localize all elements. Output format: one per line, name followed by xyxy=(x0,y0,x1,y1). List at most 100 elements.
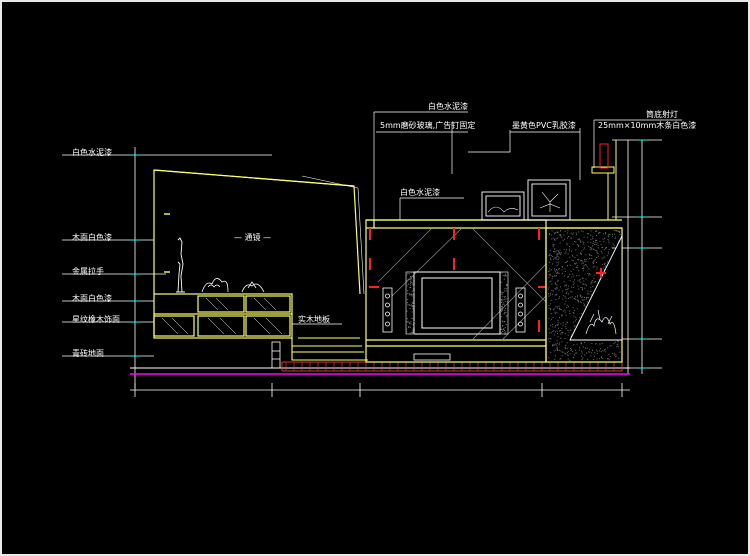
stone-speckle xyxy=(609,345,611,347)
stone-speckle xyxy=(606,247,607,249)
stone-speckle xyxy=(565,284,567,286)
stone-speckle xyxy=(589,351,591,353)
top-leader-lines xyxy=(292,111,682,325)
stone-speckle xyxy=(552,309,554,311)
stone-speckle xyxy=(582,357,584,359)
stone-speckle xyxy=(548,338,550,340)
stone-speckle xyxy=(549,281,551,283)
stone-speckle xyxy=(597,255,599,257)
stone-speckle xyxy=(567,237,569,239)
stone-speckle xyxy=(586,347,588,349)
stone-speckle xyxy=(411,282,413,284)
stone-speckle xyxy=(573,232,575,234)
stone-speckle xyxy=(600,250,602,252)
stone-speckle xyxy=(567,354,569,356)
stone-speckle xyxy=(607,358,608,360)
stone-speckle xyxy=(505,331,507,333)
stone-speckle xyxy=(614,236,616,238)
stone-speckle xyxy=(614,354,616,356)
stone-speckle xyxy=(562,322,564,324)
stone-speckle xyxy=(573,315,575,317)
stone-speckle xyxy=(502,299,504,301)
stone-speckle xyxy=(579,239,581,241)
stone-speckle xyxy=(568,331,570,333)
stone-speckle xyxy=(554,238,555,240)
stone-speckle xyxy=(606,255,608,257)
stone-speckle xyxy=(559,308,561,310)
stone-speckle xyxy=(618,230,620,232)
stone-speckle xyxy=(595,239,597,241)
stone-speckle xyxy=(566,244,568,246)
stone-speckle xyxy=(613,245,615,247)
stone-speckle xyxy=(566,242,568,244)
stone-speckle xyxy=(555,257,556,259)
stone-speckle xyxy=(557,324,559,326)
stone-speckle xyxy=(590,291,592,292)
stone-speckle xyxy=(411,290,413,292)
stone-speckle xyxy=(587,293,589,295)
stone-speckle xyxy=(556,254,558,256)
stone-speckle xyxy=(558,251,559,253)
stone-speckle xyxy=(413,315,415,317)
stone-speckle xyxy=(590,287,592,289)
stone-speckle xyxy=(592,248,594,250)
stone-speckle xyxy=(555,349,557,351)
stone-speckle xyxy=(407,299,409,301)
label-cabinet-paint: 木面白色漆 xyxy=(72,294,112,303)
stone-speckle xyxy=(502,321,504,323)
stone-speckle xyxy=(619,234,621,235)
stone-speckle xyxy=(601,252,603,254)
stone-speckle xyxy=(602,350,604,352)
stone-speckle xyxy=(583,260,585,262)
stone-speckle xyxy=(502,292,504,294)
stone-speckle xyxy=(574,325,576,327)
stone-speckle xyxy=(587,233,589,235)
stone-speckle xyxy=(410,277,412,279)
stone-speckle xyxy=(577,285,579,287)
stone-speckle xyxy=(607,347,609,349)
stone-speckle xyxy=(582,283,584,285)
stone-speckle xyxy=(599,348,601,350)
stone-speckle xyxy=(598,278,600,280)
stone-speckle xyxy=(411,306,413,308)
stone-speckle xyxy=(549,268,551,270)
stone-speckle xyxy=(559,252,561,254)
stone-speckle xyxy=(561,341,563,343)
stone-speckle xyxy=(502,328,504,330)
stone-speckle xyxy=(556,284,558,286)
picture-frame-right xyxy=(527,179,571,221)
step-platform xyxy=(291,337,368,361)
stone-speckle xyxy=(567,293,569,295)
stone-speckle xyxy=(593,265,595,267)
stone-speckle xyxy=(411,295,413,297)
stone-speckle xyxy=(548,255,550,257)
stone-speckle xyxy=(594,281,596,283)
stone-speckle xyxy=(566,304,568,306)
stone-speckle xyxy=(552,263,554,265)
stone-speckle xyxy=(501,307,503,309)
stone-speckle xyxy=(551,290,553,291)
tv-wall-outline xyxy=(365,219,622,363)
stone-speckle xyxy=(412,328,414,330)
stone-speckle xyxy=(589,249,591,251)
stone-speckle xyxy=(501,300,503,302)
stone-speckle xyxy=(555,283,557,285)
downlight-fixture xyxy=(591,140,617,220)
stone-speckle xyxy=(506,287,508,289)
stone-speckle xyxy=(557,231,559,233)
stone-speckle xyxy=(560,333,562,335)
stone-speckle xyxy=(580,343,582,345)
stone-speckle xyxy=(577,259,579,261)
stone-speckle xyxy=(611,353,613,355)
stone-speckle xyxy=(565,323,567,325)
speaker-right xyxy=(515,287,526,333)
label-top-paint: 白色水泥漆 xyxy=(428,102,468,111)
stone-speckle xyxy=(559,350,561,352)
stone-speckle xyxy=(598,232,600,234)
stone-speckle xyxy=(504,304,506,306)
stone-speckle xyxy=(582,240,584,242)
stone-speckle xyxy=(562,351,564,353)
stone-speckle xyxy=(579,294,581,296)
stone-speckle xyxy=(590,247,592,249)
stone-speckle xyxy=(590,248,592,250)
